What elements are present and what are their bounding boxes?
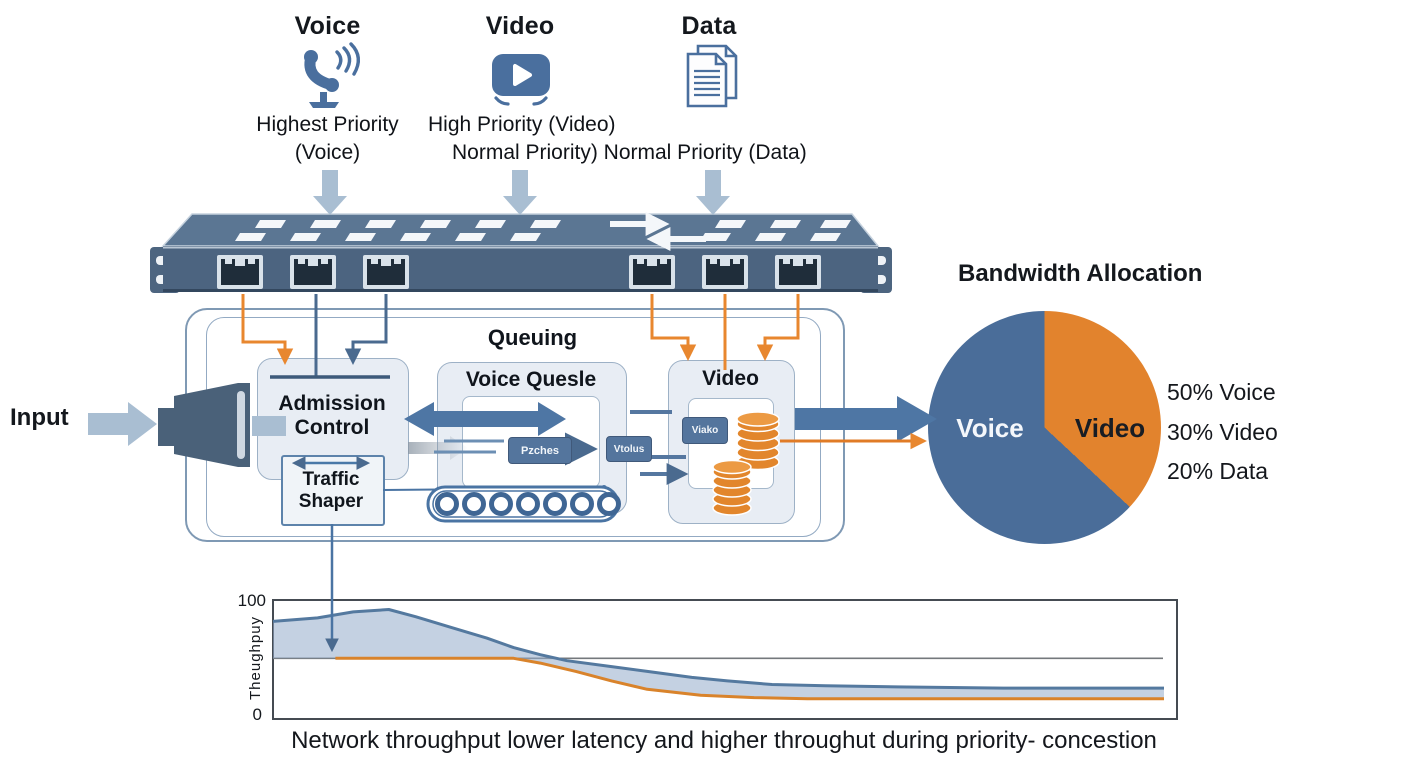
input-label: Input — [10, 404, 69, 431]
switch-chassis — [150, 212, 892, 293]
pie-legend-video: 30% Video — [1167, 419, 1278, 445]
priority-line — [335, 656, 1164, 701]
data-ingress-arrow — [696, 170, 730, 215]
pie-chart — [928, 311, 1161, 544]
pie-video-slice-label: Video — [1074, 413, 1146, 443]
video-ingress-arrow — [503, 170, 537, 215]
voice-priority-label-line1: Highest Priority — [256, 113, 399, 136]
queuing-title: Queuing — [487, 325, 578, 350]
admission-control-label: Admission Control — [278, 392, 386, 440]
pie-legend-voice: 50% Voice — [1167, 379, 1276, 405]
pie-voice-slice-label: Voice — [956, 413, 1024, 443]
chart-caption: Network throughput lower latency and hig… — [291, 727, 1157, 754]
y-axis-tick-min: 0 — [252, 705, 262, 724]
switch-port — [702, 255, 748, 289]
y-axis-tick-max: 100 — [237, 591, 266, 610]
y-axis-label: Theughpuy — [247, 615, 264, 700]
input-arrow — [88, 402, 157, 446]
voice-ingress-arrow — [313, 170, 347, 215]
throughput-line — [272, 608, 1164, 690]
throughput-area — [273, 609, 1164, 699]
video-icon — [492, 54, 550, 106]
chart-frame — [272, 599, 1178, 720]
throughput-chart — [272, 599, 1178, 720]
voice-queue-title: Voice Quesle — [465, 368, 597, 391]
switch-ports — [217, 255, 821, 289]
rack-ear-right — [860, 247, 892, 293]
switch-port — [290, 255, 336, 289]
voice-priority-label-line2: (Voice) — [294, 141, 361, 164]
voice-class-label: Voice — [294, 12, 361, 40]
video-queue-title: Video — [702, 367, 759, 390]
switch-port — [775, 255, 821, 289]
switch-front-face — [163, 246, 878, 292]
switch-port — [363, 255, 409, 289]
data-class-label: Data — [681, 12, 737, 40]
video-badge: Viako — [682, 417, 728, 444]
traffic-shaper-label: Traffic Shaper — [298, 469, 364, 512]
phone-icon — [304, 42, 360, 108]
switch-port — [629, 255, 675, 289]
pie-chart-title: Bandwidth Allocation — [958, 260, 1203, 287]
rack-ear-left — [150, 247, 180, 293]
switch-top-face — [161, 213, 880, 247]
pie-legend-data: 20% Data — [1167, 458, 1269, 484]
video-priority-label: High Priority (Video) — [428, 113, 616, 136]
routing-arrows-icon — [610, 212, 706, 251]
document-icon — [686, 44, 738, 108]
queue-out-badge: Vtolus — [606, 436, 652, 462]
switch-port — [217, 255, 263, 289]
vent-grid — [235, 220, 851, 241]
video-class-label: Video — [485, 12, 555, 40]
ingress-arrows — [313, 170, 730, 215]
packets-badge: Pzches — [508, 437, 572, 464]
data-priority-label: Normal Priority) Normal Priority (Data) — [452, 141, 807, 164]
